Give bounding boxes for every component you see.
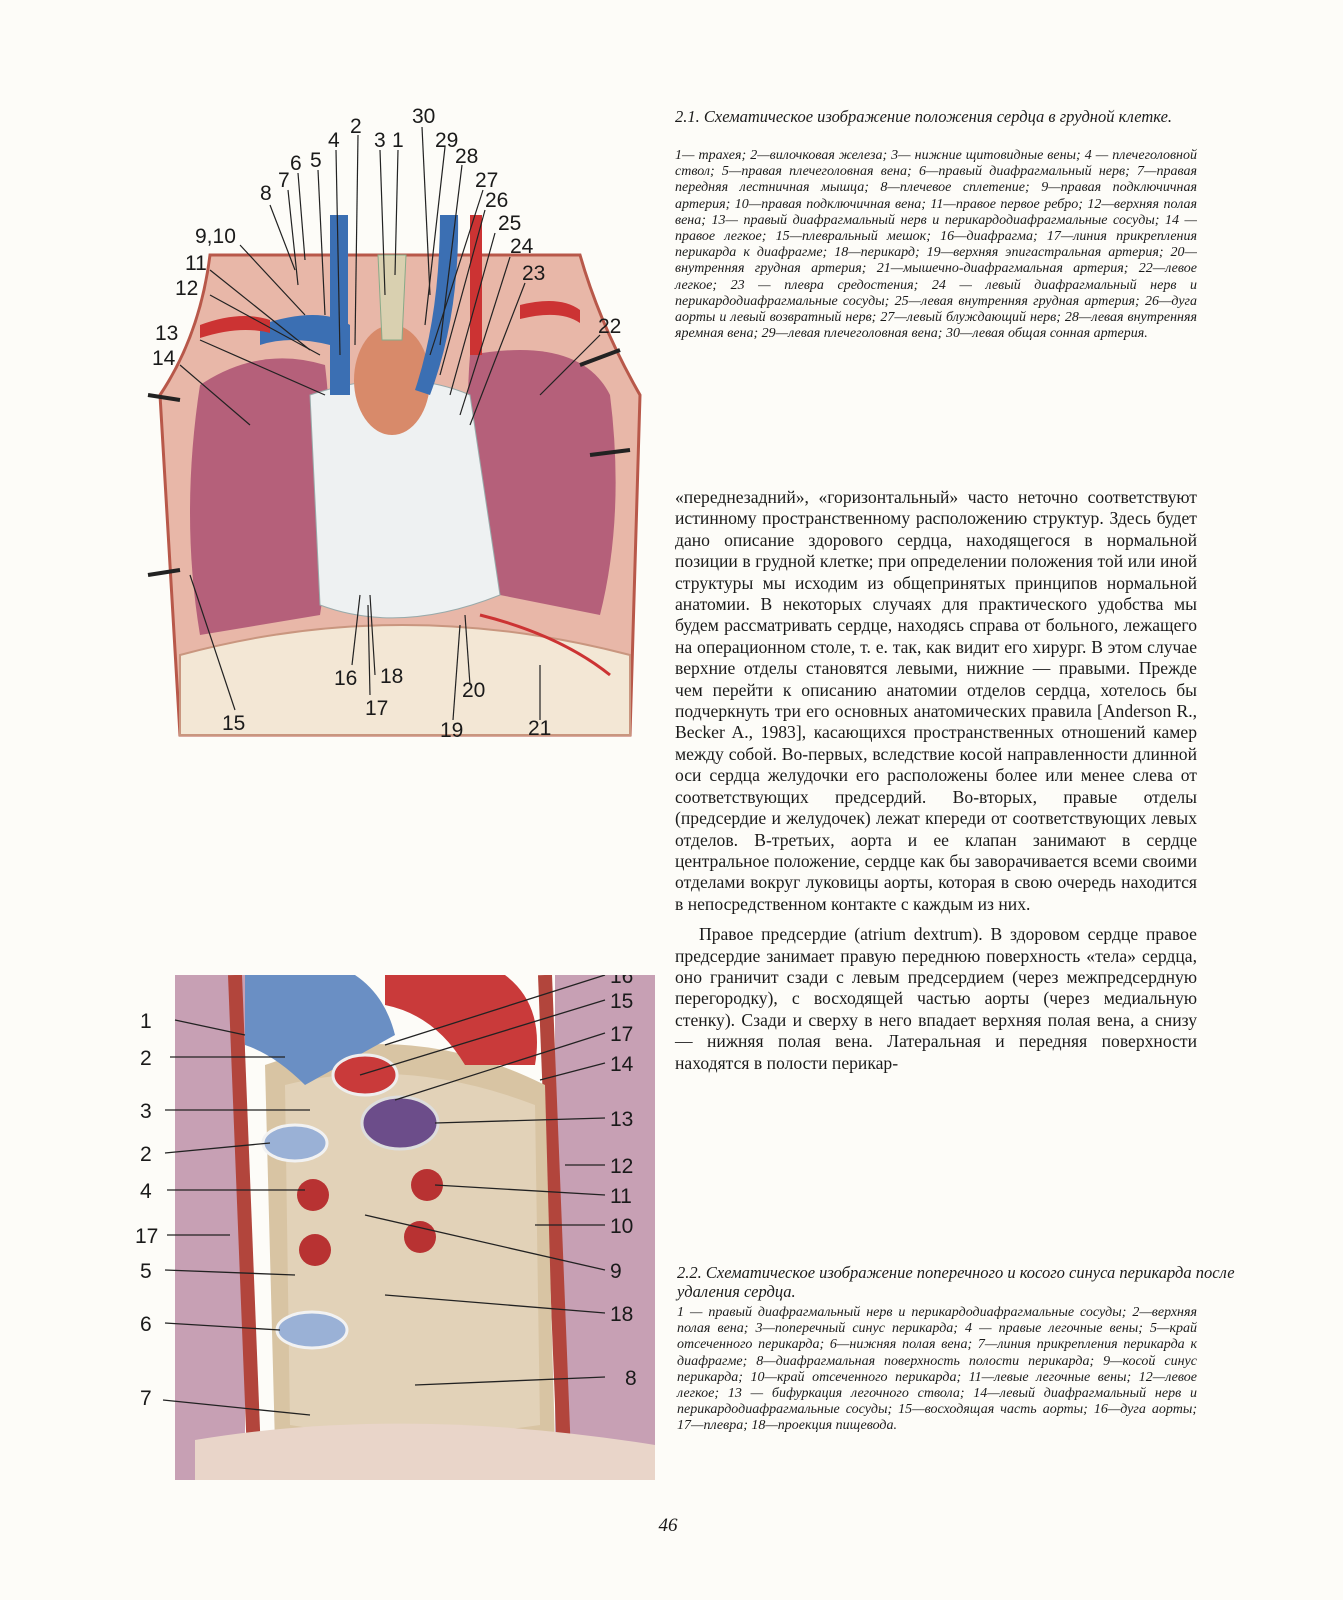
fig2-label: 6 [140, 1313, 152, 1336]
fig2-label: 12 [610, 1155, 633, 1178]
fig2-label: 7 [140, 1387, 152, 1410]
body-paragraph-1: «переднезадний», «горизонтальный» часто … [675, 487, 1197, 914]
fig2-label: 10 [610, 1215, 633, 1238]
fig1-label: 8 [260, 182, 272, 205]
fig1-label: 7 [278, 169, 290, 192]
fig2-label: 16 [610, 975, 633, 988]
fig1-label: 28 [455, 145, 478, 168]
fig1-label: 29 [435, 129, 458, 152]
fig1-label: 16 [334, 667, 357, 690]
figure-2-1-illustration: 2 30 4 3 1 29 5 28 6 27 8 7 26 25 9,10 2… [140, 95, 660, 775]
fig1-label: 23 [522, 262, 545, 285]
fig2-label: 1 [140, 1010, 152, 1033]
fig2-label: 9 [610, 1260, 622, 1283]
fig2-label: 2 [140, 1143, 152, 1166]
fig1-label: 30 [412, 105, 435, 128]
fig1-label: 9,10 [195, 225, 236, 248]
fig1-label: 19 [440, 719, 463, 742]
fig1-label: 11 [185, 252, 207, 275]
fig1-label: 22 [598, 315, 621, 338]
fig1-label: 14 [152, 347, 176, 370]
fig1-label: 20 [462, 679, 485, 702]
fig2-label: 4 [140, 1180, 152, 1203]
fig2-label: 5 [140, 1260, 152, 1283]
fig2-label: 17 [610, 1023, 633, 1046]
figure-2-1-legend: 1— трахея; 2—вилочковая железа; 3— нижни… [675, 148, 1197, 342]
fig1-label: 1 [392, 129, 404, 152]
figure-2-1-caption-title: 2.1. Схематическое изображение положения… [675, 107, 1173, 126]
page-number: 46 [658, 1515, 678, 1536]
body-text: «переднезадний», «горизонтальный» часто … [675, 487, 1197, 1083]
fig2-label: 13 [610, 1108, 633, 1131]
figure-2-2-caption-title: 2.2. Схематическое изображение поперечно… [677, 1263, 1235, 1301]
fig2-label: 3 [140, 1100, 152, 1123]
body-paragraph-2: Правое предсердие (atrium dextrum). В зд… [675, 924, 1197, 1073]
fig1-label: 27 [475, 169, 498, 192]
fig2-label: 15 [610, 990, 633, 1013]
fig1-label: 12 [175, 277, 198, 300]
fig2-label: 17 [135, 1225, 158, 1248]
fig2-label: 18 [610, 1303, 633, 1326]
fig2-label: 11 [610, 1185, 632, 1208]
fig2-label: 14 [610, 1053, 634, 1076]
fig1-label: 3 [374, 129, 386, 152]
fig1-label: 21 [528, 717, 551, 740]
fig1-label: 13 [155, 322, 178, 345]
fig1-label: 4 [328, 129, 340, 152]
fig2-label: 8 [625, 1367, 637, 1390]
fig1-label: 26 [485, 189, 508, 212]
fig1-label: 6 [290, 152, 302, 175]
fig1-label: 2 [350, 115, 362, 138]
fig1-label: 24 [510, 235, 534, 258]
fig1-label: 15 [222, 712, 245, 735]
fig1-label: 25 [498, 212, 521, 235]
fig1-label: 18 [380, 665, 403, 688]
fig2-label: 2 [140, 1047, 152, 1070]
figure-2-2-illustration: 1 2 3 2 4 17 5 6 7 16 15 17 14 13 12 11 … [135, 975, 660, 1480]
fig1-label: 17 [365, 697, 388, 720]
fig1-label: 5 [310, 149, 322, 172]
figure-2-2-legend: 1 — правый диафрагмальный нерв и перикар… [677, 1305, 1197, 1434]
